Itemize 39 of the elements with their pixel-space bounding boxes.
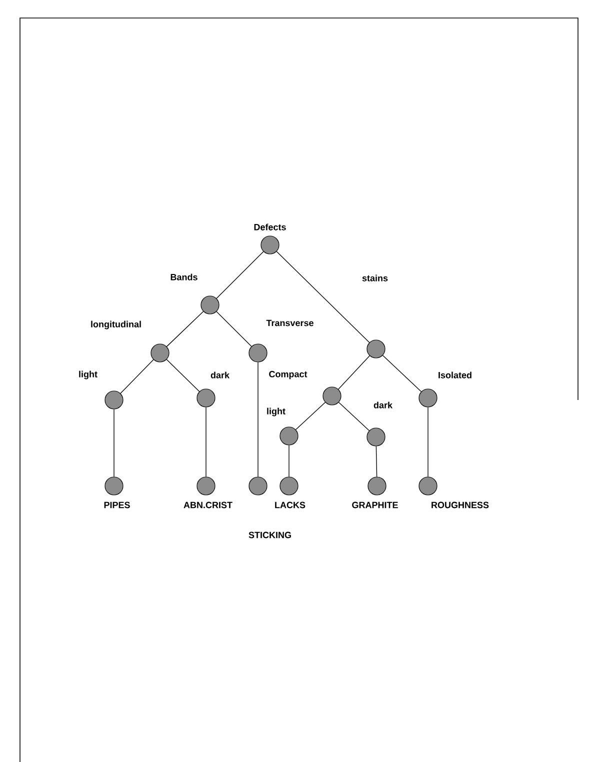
connector-line [338,355,370,390]
connector-line [338,402,370,432]
edge-label: light [266,406,286,418]
connector-line [376,446,378,478]
tree-node [418,388,438,408]
connector-line [382,355,422,392]
connector-line [166,359,200,392]
connector-line [216,311,252,347]
connector-line [120,359,154,394]
tree-node [366,340,386,358]
edge-label: stains [361,274,389,282]
tree-node [150,344,170,362]
node-label: STICKING [248,532,291,538]
tree-node [104,390,124,410]
tree-node [196,388,216,408]
edge-label: Transverse [265,318,315,328]
tree-node [248,344,268,362]
node-label: PIPES [104,502,130,508]
edge-label: longitudinal [90,320,142,330]
connector-line [295,402,326,430]
tree-node [322,386,342,406]
edge-label: dark [372,400,394,410]
node-label: Defects [254,224,286,230]
edge-label: Bands [169,272,199,282]
connector-line [166,311,204,347]
node-label: LACKS [275,502,306,508]
tree-node [366,428,386,446]
edge-label: Compact [268,370,308,380]
connector-line [216,251,264,299]
node-label: ROUGHNESS [432,502,489,508]
connector-line [288,444,290,478]
edge-label: dark [210,370,230,380]
edge-label: light [78,370,98,380]
edge-label: Isolated [437,370,473,380]
tree-node [280,426,298,446]
node-label: GRAPHITE [352,502,398,508]
tree-node [200,296,220,314]
connector-line [276,251,370,343]
node-label: ABN.CRIST [184,502,232,508]
